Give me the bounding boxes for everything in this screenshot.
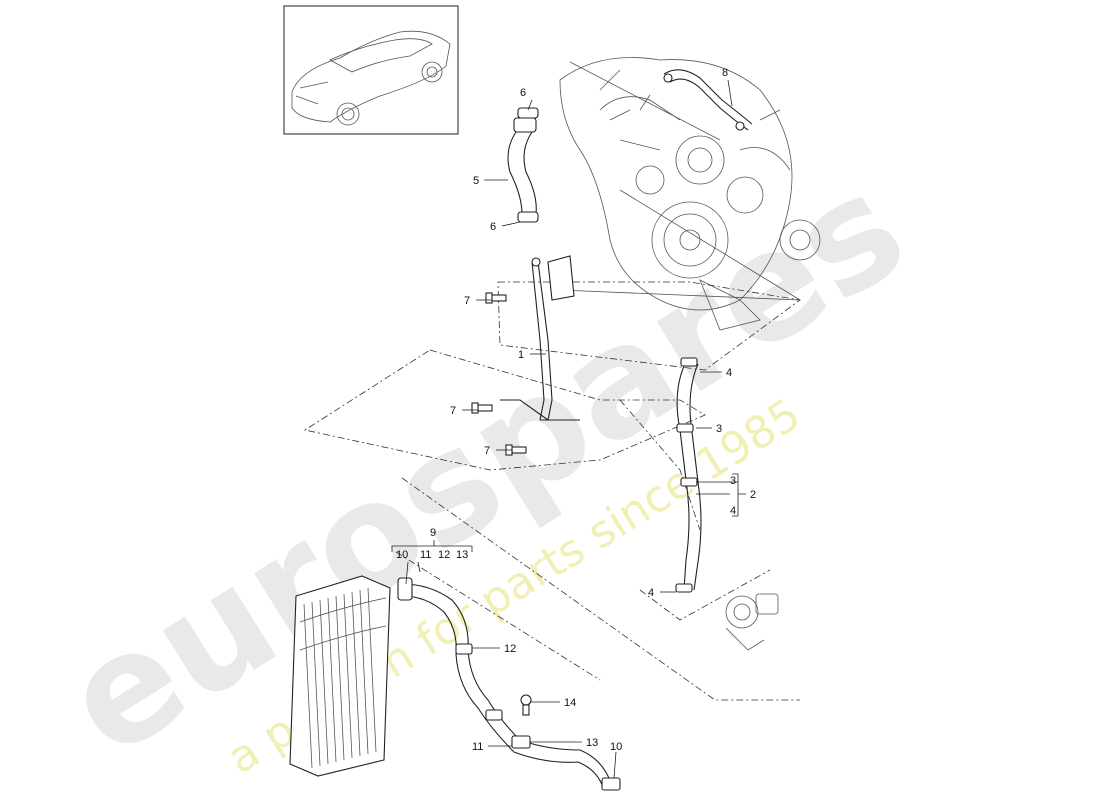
callout-4-top: 4 (726, 367, 732, 379)
callout-9: 9 (430, 527, 436, 539)
callout-3-upper: 3 (716, 423, 722, 435)
watermark-brand: eurospares (37, 140, 934, 790)
callout-3-lower: 3 (730, 475, 736, 487)
callout-1: 1 (518, 349, 524, 361)
callout-labels: 6 5 6 7 1 7 7 8 4 3 3 2 4 4 9 10 11 12 1… (396, 67, 756, 753)
leader-lines (391, 79, 746, 779)
callout-4-middle: 4 (730, 505, 736, 517)
callout-10: 10 (610, 741, 622, 753)
part-8-coolant-pipe (663, 69, 753, 131)
callout-12: 12 (504, 643, 516, 655)
radiator (289, 575, 391, 777)
part-1-pipe (500, 255, 580, 421)
callout-13: 13 (586, 737, 598, 749)
part-6-clamp-upper (517, 107, 539, 119)
watermark: eurospares a passion for parts since 198… (37, 140, 934, 790)
car-icon (291, 30, 451, 126)
callout-14: 14 (564, 697, 576, 709)
callout-10-top: 10 (396, 549, 408, 561)
callout-6-upper: 6 (520, 87, 526, 99)
callout-12-top: 12 (438, 549, 450, 561)
callout-11-top: 11 (420, 549, 431, 561)
callout-4-bottom: 4 (648, 587, 654, 599)
part-14-screw (520, 694, 532, 716)
callout-7-top: 7 (464, 295, 470, 307)
callout-13-top: 13 (456, 549, 468, 561)
engine-block (559, 57, 821, 331)
callout-2: 2 (750, 489, 756, 501)
callout-11: 11 (472, 741, 483, 753)
assembly-outlines (303, 281, 802, 701)
callout-7-bottom: 7 (484, 445, 490, 457)
auxiliary-pump (725, 593, 779, 651)
callout-8: 8 (722, 67, 728, 79)
part-5-hose (507, 117, 539, 223)
callout-5: 5 (473, 175, 479, 187)
callout-7-middle: 7 (450, 405, 456, 417)
callout-6-lower: 6 (490, 221, 496, 233)
vehicle-thumbnail (283, 5, 459, 135)
